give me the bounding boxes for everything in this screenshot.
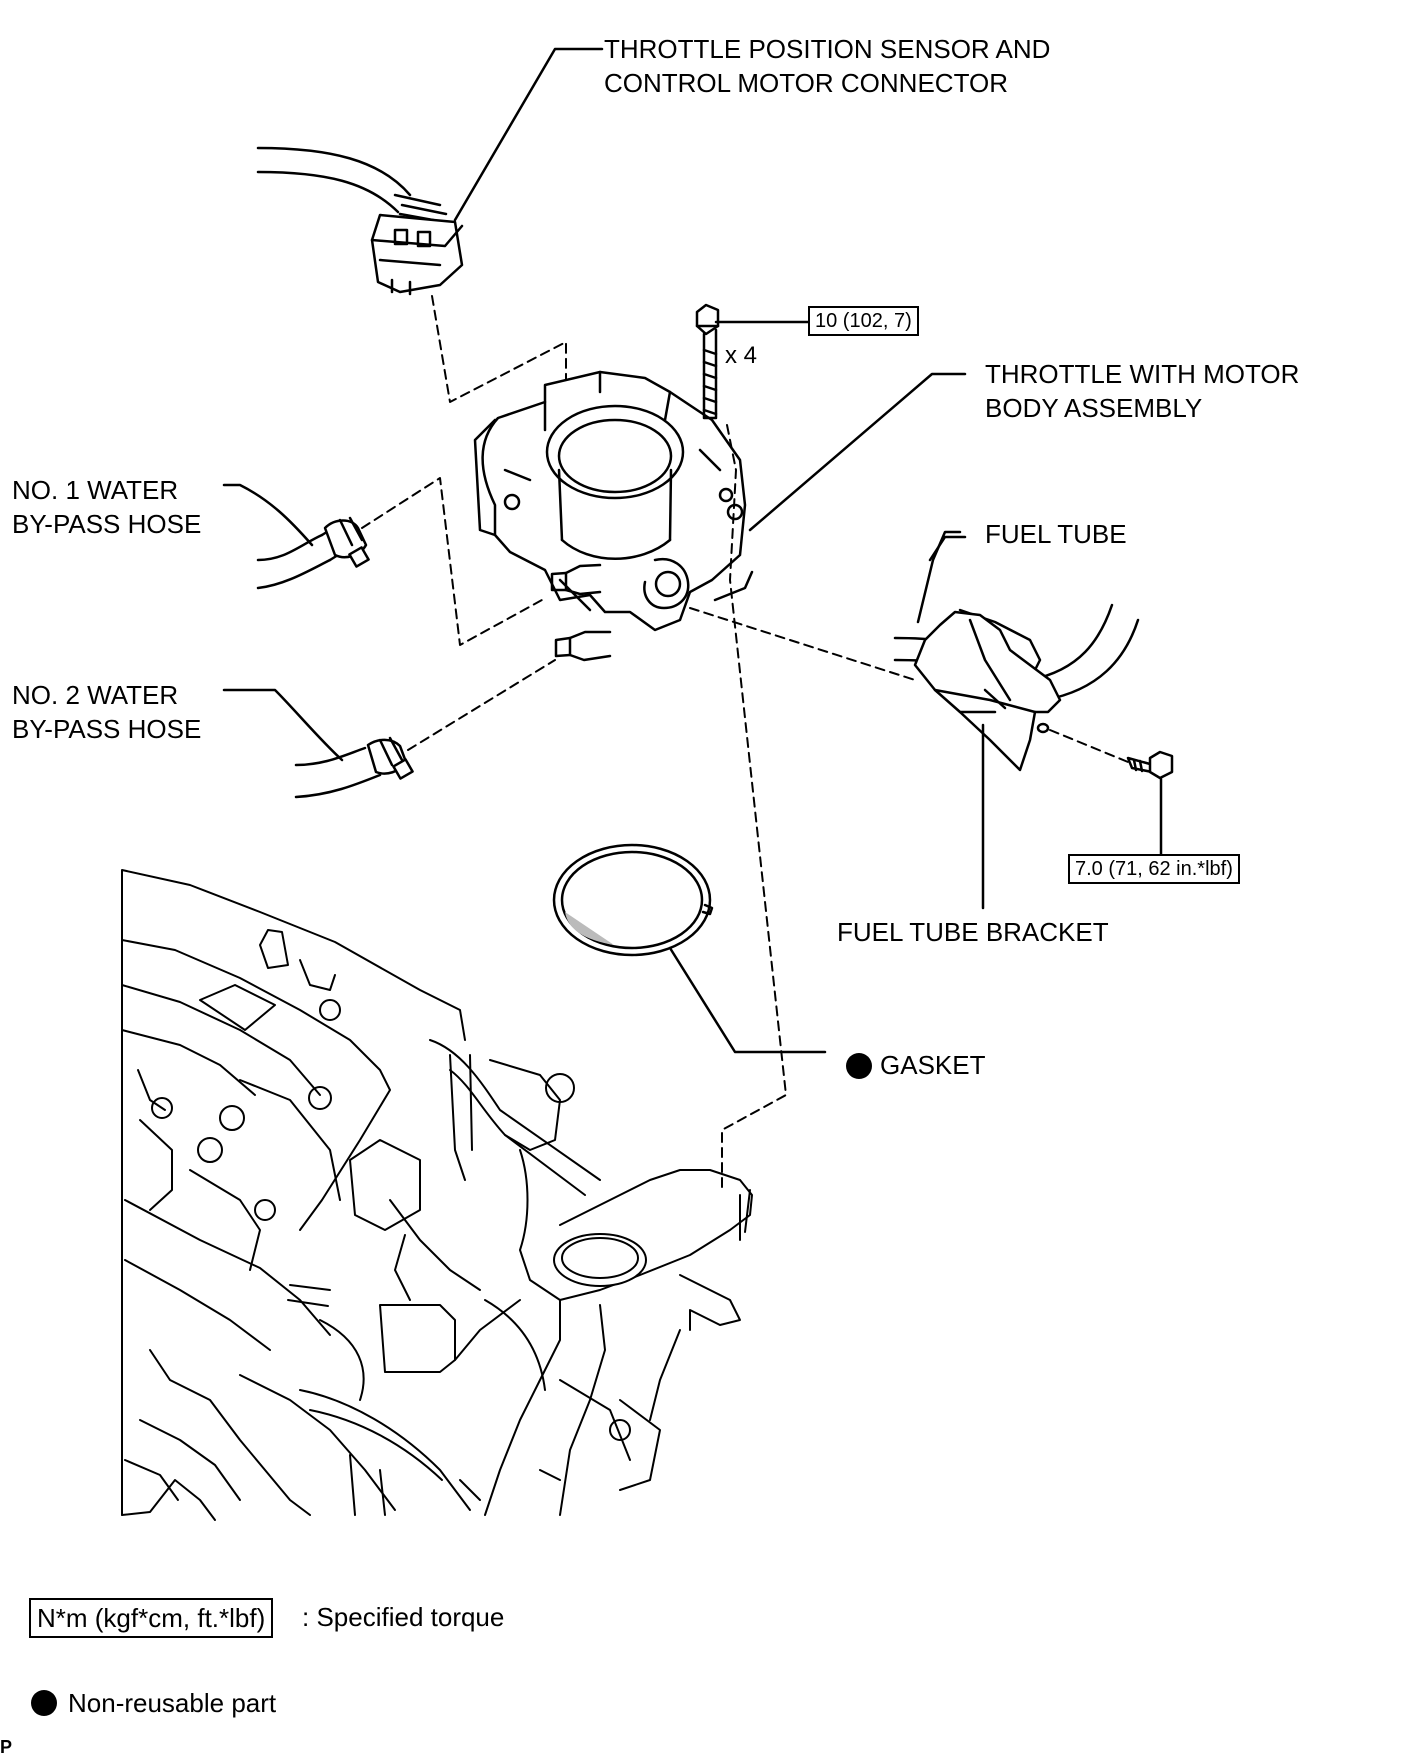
legend-torque-text: : Specified torque — [302, 1602, 505, 1632]
bolt-quantity-label: x 4 — [725, 342, 758, 369]
no1-hose-label-line1: NO. 1 WATER — [12, 475, 179, 505]
no1-water-hose-drawing — [256, 516, 370, 590]
connector-label-line1: THROTTLE POSITION SENSOR AND — [604, 34, 1051, 64]
bracket-bolt-torque-box: 7.0 (71, 62 in.*lbf) — [1068, 854, 1240, 884]
legend-torque-unit-box: N*m (kgf*cm, ft.*lbf) — [29, 1598, 274, 1638]
connector-leader-line — [453, 47, 604, 222]
engine-block-drawing — [121, 869, 753, 1521]
throttle-bolt-drawing — [695, 303, 720, 420]
no2-water-hose-drawing — [294, 736, 414, 799]
gasket-label: GASKET — [880, 1050, 986, 1080]
fuel-tube-label: FUEL TUBE — [985, 519, 1127, 549]
gasket-leader-line — [668, 946, 827, 1054]
legend-nonreusable-dot — [31, 1690, 57, 1716]
bracket-bolt-drawing — [1126, 750, 1174, 780]
connector-dashed-line — [431, 295, 567, 403]
no2-hose-label-line2: BY-PASS HOSE — [12, 714, 202, 744]
throttle-body-label-line2: BODY ASSEMBLY — [985, 393, 1203, 423]
no1-hose-leader-line — [222, 483, 314, 547]
bolt-axis-dashed-line — [721, 424, 787, 1191]
bracket-bolt-dashed-line — [1049, 729, 1129, 763]
no2-hose-label-line1: NO. 2 WATER — [12, 680, 179, 710]
connector-harness-drawing — [256, 146, 464, 296]
throttle-body-drawing — [473, 370, 754, 662]
fuel-tube-bracket-drawing — [913, 610, 1062, 772]
connector-label-line2: CONTROL MOTOR CONNECTOR — [604, 68, 1008, 98]
fuel-tube-leader-line — [928, 535, 967, 562]
fuel-tube-bracket-label: FUEL TUBE BRACKET — [837, 917, 1109, 947]
legend-nonreusable-text: Non-reusable part — [68, 1688, 277, 1718]
gasket-nonreusable-dot — [846, 1053, 872, 1079]
corner-mark: P — [0, 1737, 13, 1757]
no1-hose-dashed-line — [361, 477, 543, 646]
fuel-tube-dashed-line — [689, 607, 916, 681]
no1-hose-label-line2: BY-PASS HOSE — [12, 509, 202, 539]
throttle-body-leader-line — [748, 372, 967, 532]
throttle-bolt-torque-box: 10 (102, 7) — [808, 306, 919, 336]
no2-hose-leader-line — [222, 688, 344, 762]
gasket-drawing — [552, 843, 714, 957]
throttle-body-label-line1: THROTTLE WITH MOTOR — [985, 359, 1300, 389]
no2-hose-dashed-line — [407, 659, 556, 751]
